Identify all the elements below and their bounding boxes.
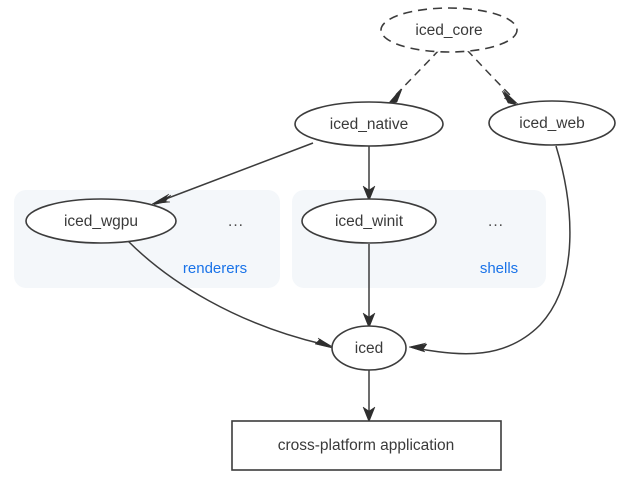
edge-iced-web-to-iced xyxy=(408,145,571,355)
node-iced-core-shape[interactable] xyxy=(380,7,518,53)
edge-iced-native-to-iced-wgpu xyxy=(151,142,314,206)
node-iced-shape[interactable] xyxy=(331,325,407,371)
node-iced-wgpu-label: iced_wgpu xyxy=(64,213,138,230)
node-iced-core-label: iced_core xyxy=(415,22,482,39)
edge-iced-core-to-iced-web xyxy=(466,49,519,106)
edge-iced-web-to-iced-arrowhead-fill xyxy=(409,343,428,352)
edge-iced-native-to-iced-wgpu-line xyxy=(162,142,314,201)
cluster-shells-ellipsis: ... xyxy=(488,213,504,230)
edge-iced-to-application-arrowhead xyxy=(362,406,376,423)
edge-iced-core-to-iced-native-line xyxy=(393,49,440,98)
node-cross-platform-application-shape[interactable] xyxy=(231,420,502,471)
node-iced-core[interactable]: iced_core xyxy=(380,7,518,53)
node-cross-platform-application-label: cross-platform application xyxy=(278,437,455,454)
node-iced-web-label: iced_web xyxy=(519,115,585,132)
edge-iced-native-to-iced-winit-arrowhead xyxy=(362,185,376,202)
edge-iced-core-to-iced-web-arrowhead-fill xyxy=(501,90,518,106)
node-iced-web[interactable]: iced_web xyxy=(488,100,616,146)
edge-iced-wgpu-to-iced xyxy=(127,240,334,349)
cluster-shells-label: shells xyxy=(480,260,518,277)
edge-iced-winit-to-iced xyxy=(362,244,376,329)
node-iced-winit-shape[interactable] xyxy=(301,198,437,244)
edge-iced-core-to-iced-native xyxy=(385,49,440,107)
node-iced-native[interactable]: iced_native xyxy=(294,101,444,147)
node-iced[interactable]: iced xyxy=(331,325,407,371)
node-cross-platform-application[interactable]: cross-platform application xyxy=(231,420,502,471)
node-iced-label: iced xyxy=(355,340,383,357)
node-iced-wgpu-shape[interactable] xyxy=(25,198,177,244)
node-iced-web-shape[interactable] xyxy=(488,100,616,146)
edge-iced-native-to-iced-wgpu-arrowhead-fill xyxy=(152,194,172,206)
node-iced-wgpu[interactable]: iced_wgpu xyxy=(25,198,177,244)
edge-iced-winit-to-iced-arrowhead xyxy=(362,312,376,329)
edge-iced-wgpu-to-iced-line xyxy=(127,240,323,345)
cluster-renderers-ellipsis: ... xyxy=(228,213,244,230)
edge-iced-wgpu-to-iced-arrowhead-fill xyxy=(314,338,333,349)
edge-iced-to-application xyxy=(362,370,376,423)
node-iced-native-label: iced_native xyxy=(330,116,408,133)
cluster-renderers-label: renderers xyxy=(183,260,247,277)
edge-iced-native-to-iced-winit xyxy=(362,146,376,202)
edge-iced-web-to-iced-line xyxy=(419,145,571,355)
edge-iced-core-to-iced-web-line xyxy=(466,49,512,97)
node-iced-winit[interactable]: iced_winit xyxy=(301,198,437,244)
node-iced-native-shape[interactable] xyxy=(294,101,444,147)
node-iced-winit-label: iced_winit xyxy=(335,213,404,230)
